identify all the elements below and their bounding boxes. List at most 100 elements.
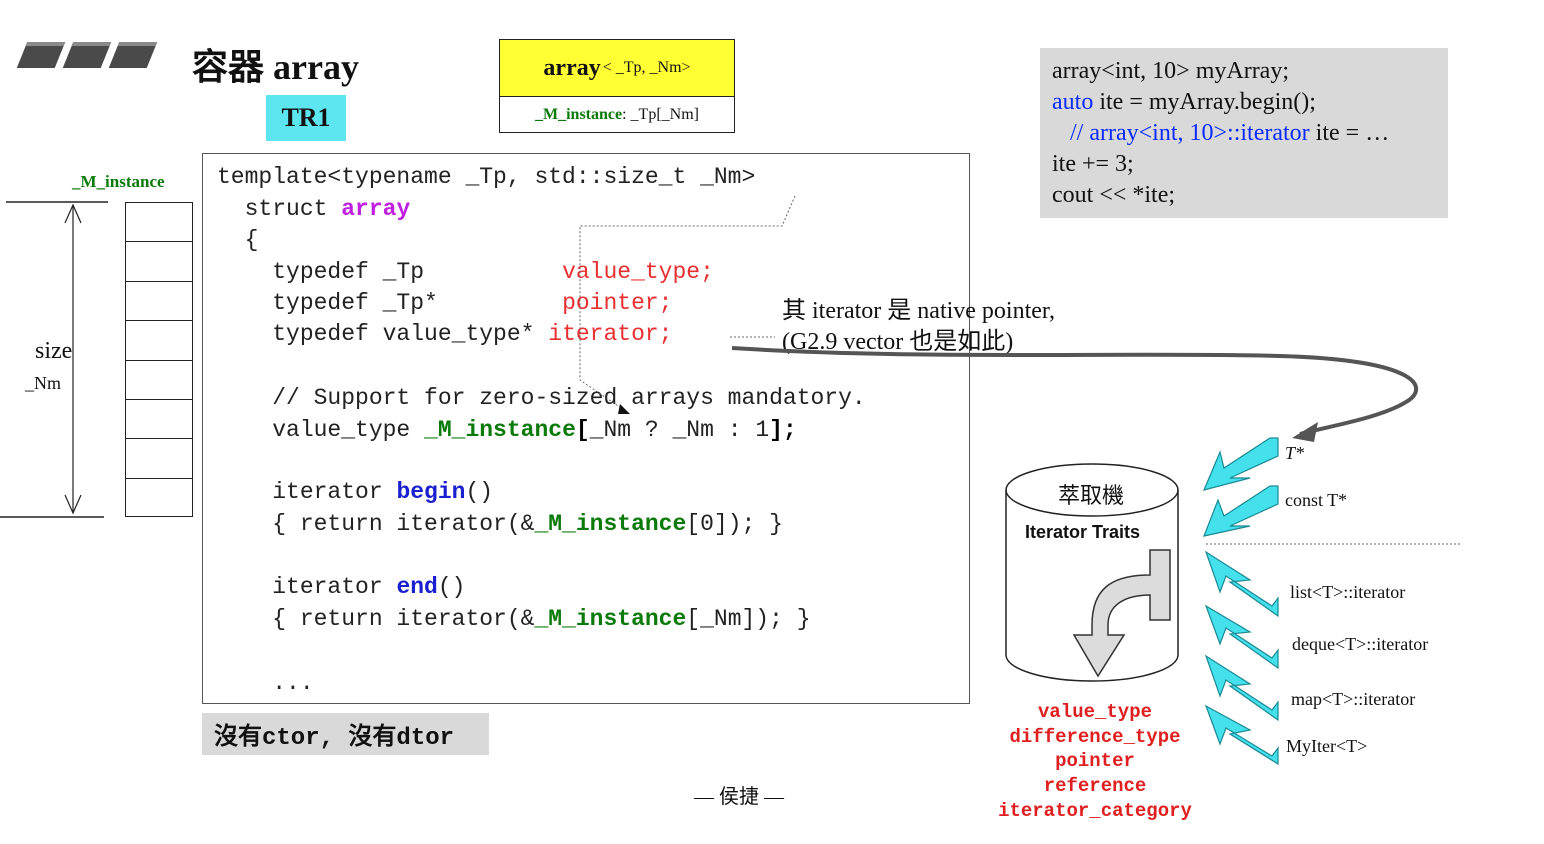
code-line: value_type _M_instance[_Nm ? _Nm : 1]; — [217, 417, 797, 443]
header-decoration-bar — [62, 42, 112, 68]
cyan-arrow — [1203, 485, 1279, 537]
example-line: ite += 3; — [1052, 151, 1134, 177]
code-line: { return iterator(&_M_instance[0]); } — [217, 511, 783, 537]
code-text: iterator — [217, 574, 397, 600]
page-title: 容器 array — [192, 47, 359, 87]
function-name: begin — [396, 479, 466, 505]
code-line: { — [217, 227, 259, 253]
typedef-name: value_type; — [562, 259, 714, 285]
comment-prefix: // — [1052, 120, 1090, 146]
uml-template-params: < _Tp, _Nm> — [602, 59, 691, 76]
code-text: () — [465, 479, 494, 505]
example-line: cout << *ite; — [1052, 182, 1176, 208]
code-text: value_type — [217, 417, 425, 443]
code-text: typedef _Tp — [217, 259, 563, 285]
code-comment: // Support for zero-sized arrays mandato… — [217, 385, 866, 411]
cyan-arrow — [1202, 437, 1279, 491]
nm-label: _Nm — [25, 373, 61, 393]
cylinder-title: 萃取機 — [1058, 484, 1125, 509]
trait-output: iterator_category — [998, 800, 1192, 822]
code-line: ... — [217, 670, 314, 696]
no-ctor-note: 沒有ctor, 沒有dtor — [202, 713, 489, 755]
trait-output: value_type — [1037, 701, 1153, 723]
array-cell — [126, 439, 192, 479]
array-cell — [126, 400, 192, 440]
footer-author: — 侯捷 — — [694, 786, 784, 808]
member-name: _M_instance — [534, 511, 687, 537]
note-line: 其 iterator 是 native pointer, — [782, 298, 1055, 324]
diagram-member-label: _M_instance — [72, 172, 165, 191]
code-text: [_Nm]); } — [686, 606, 811, 632]
uml-member: _M_instance : _Tp[_Nm] — [500, 97, 734, 132]
code-line: typedef _Tp value_type; — [217, 259, 714, 285]
trait-input: MyIter<T> — [1286, 736, 1368, 756]
struct-name: array — [341, 196, 411, 222]
code-text: struct — [217, 196, 342, 222]
size-dimension-lines — [0, 201, 108, 518]
uml-member-type: : _Tp[_Nm] — [622, 105, 699, 123]
iterator-type: array<int, 10>::iterator — [1089, 120, 1310, 146]
code-text: _Nm ? _Nm : 1 — [589, 417, 770, 443]
array-cell — [126, 361, 192, 400]
array-cells — [125, 202, 193, 517]
bracket: [ — [575, 417, 590, 443]
function-name: end — [396, 574, 438, 600]
traits-graphics — [1005, 463, 1462, 682]
example-line: // array<int, 10>::iterator ite = … — [1052, 120, 1389, 147]
trait-output: difference_type — [1009, 726, 1181, 748]
code-line: { return iterator(&_M_instance[_Nm]); } — [217, 606, 811, 632]
bracket: ]; — [769, 417, 797, 443]
example-text: ite = … — [1309, 120, 1390, 146]
code-text: typedef _Tp* — [217, 290, 563, 316]
array-cell — [126, 282, 192, 322]
trait-input: T* — [1285, 443, 1305, 463]
uml-class-box: array < _Tp, _Nm> _M_instance : _Tp[_Nm] — [499, 39, 735, 133]
cyan-arrow — [1204, 654, 1279, 722]
array-cell — [126, 479, 192, 518]
note-line: (G2.9 vector 也是如此) — [782, 329, 1014, 355]
member-name: _M_instance — [534, 606, 687, 632]
member-name: _M_instance — [424, 417, 576, 443]
header-decoration-bar — [16, 42, 66, 68]
header-decoration-bar — [108, 42, 158, 68]
code-text: () — [437, 574, 466, 600]
trait-output: pointer — [1055, 750, 1135, 772]
code-text: { return iterator(& — [217, 511, 535, 537]
trait-input: deque<T>::iterator — [1292, 634, 1429, 654]
tr1-badge: TR1 — [266, 95, 346, 141]
trait-input: const T* — [1285, 490, 1348, 510]
size-label: size — [35, 338, 73, 364]
code-line: typedef value_type* iterator; — [217, 321, 673, 347]
usage-example-box: array<int, 10> myArray; auto ite = myArr… — [1040, 48, 1448, 218]
example-text: ite = myArray.begin(); — [1093, 89, 1316, 115]
code-text: iterator — [217, 479, 397, 505]
trait-input: list<T>::iterator — [1290, 582, 1406, 602]
code-text: [0]); } — [686, 511, 783, 537]
array-cell — [126, 203, 192, 243]
uml-class-name: array — [543, 54, 601, 81]
input-arrows — [1202, 437, 1279, 766]
typedef-name: iterator; — [548, 321, 673, 347]
code-box: template<typename _Tp, std::size_t _Nm> … — [202, 153, 970, 704]
trait-output: reference — [1043, 775, 1147, 797]
array-cell — [126, 321, 192, 361]
code-line: template<typename _Tp, std::size_t _Nm> — [217, 164, 756, 190]
example-line: array<int, 10> myArray; — [1052, 58, 1289, 84]
example-line: auto ite = myArray.begin(); — [1052, 89, 1316, 116]
code-line: iterator end() — [217, 574, 465, 600]
code-text: { return iterator(& — [217, 606, 535, 632]
trait-input: map<T>::iterator — [1291, 689, 1416, 709]
cyan-arrow — [1204, 550, 1279, 618]
code-line: iterator begin() — [217, 479, 493, 505]
cyan-arrow — [1204, 604, 1279, 670]
array-cell — [126, 242, 192, 282]
uml-class-header: array < _Tp, _Nm> — [500, 40, 734, 97]
code-line: struct array — [217, 196, 411, 222]
code-text: typedef value_type* — [217, 321, 549, 347]
cylinder-label: Iterator Traits — [1025, 522, 1141, 542]
auto-keyword: auto — [1052, 89, 1094, 115]
uml-member-name: _M_instance — [535, 105, 623, 123]
leader-lines — [579, 195, 796, 414]
iterator-to-traits-arrow — [731, 346, 1419, 442]
cyan-arrow — [1204, 704, 1279, 766]
